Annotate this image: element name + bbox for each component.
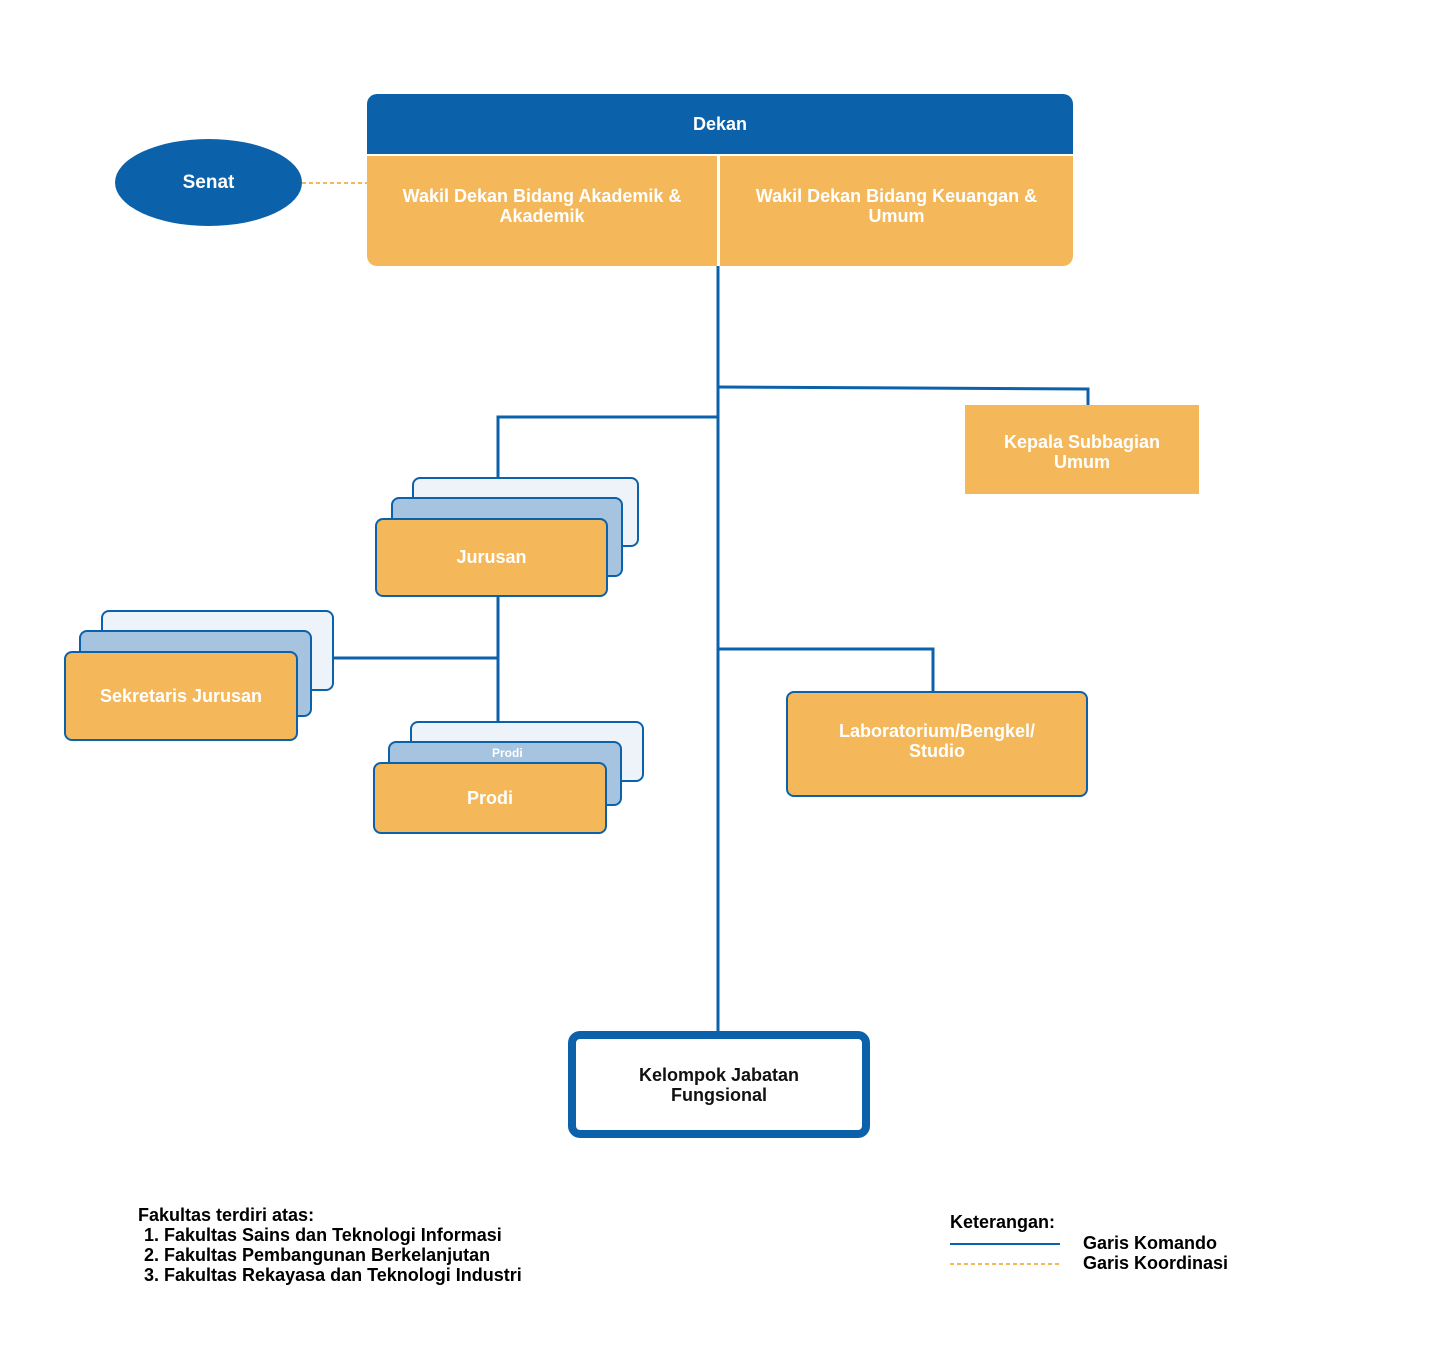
wakil-dekan-akademik-label: Wakil Dekan Bidang Akademik & Akademik <box>402 186 682 226</box>
wakil-dekan-keuangan-box: Wakil Dekan Bidang Keuangan & Umum <box>720 156 1073 266</box>
senat-label: Senat <box>182 171 235 193</box>
sekretaris-jurusan-box: Sekretaris Jurusan <box>64 651 298 741</box>
wakil-dekan-row: Wakil Dekan Bidang Akademik & Akademik W… <box>367 156 1073 266</box>
fakultas-item: 2. Fakultas Pembangunan Berkelanjutan <box>144 1245 491 1265</box>
kelompok-jabatan-label: Kelompok Jabatan Fungsional <box>638 1064 800 1105</box>
wakil-dekan-keuangan-label: Wakil Dekan Bidang Keuangan & Umum <box>755 186 1038 226</box>
prodi-box: Prodi <box>373 762 607 834</box>
dekan-box: Dekan <box>367 94 1073 154</box>
legend-koordinasi-label: Garis Koordinasi <box>1083 1253 1229 1273</box>
legend-title: Keterangan: <box>950 1212 1056 1232</box>
prodi-back-label: Prodi <box>492 746 523 760</box>
laboratorium-box: Laboratorium/Bengkel/ Studio <box>786 691 1088 797</box>
fakultas-list: 1. Fakultas Sains dan Teknologi Informas… <box>144 1225 522 1285</box>
fakultas-item: 3. Fakultas Rekayasa dan Teknologi Indus… <box>144 1265 522 1285</box>
senat-ellipse: Senat <box>115 139 302 226</box>
kelompok-jabatan-box: Kelompok Jabatan Fungsional <box>568 1031 870 1138</box>
prodi-label: Prodi <box>466 787 513 808</box>
jurusan-label: Jurusan <box>456 547 527 567</box>
wakil-dekan-akademik-box: Wakil Dekan Bidang Akademik & Akademik <box>367 156 717 266</box>
fakultas-title: Fakultas terdiri atas: <box>138 1205 315 1225</box>
laboratorium-label: Laboratorium/Bengkel/ Studio <box>838 721 1036 761</box>
command-line-jurusan <box>496 415 718 478</box>
dekan-label: Dekan <box>692 113 748 134</box>
fakultas-item: 1. Fakultas Sains dan Teknologi Informas… <box>144 1225 502 1245</box>
jurusan-box: Jurusan <box>375 518 608 597</box>
command-line-lab <box>718 647 935 692</box>
kepala-subbagian-label: Kepala Subbagian Umum <box>1003 431 1161 472</box>
sekretaris-jurusan-label: Sekretaris Jurusan <box>99 685 263 706</box>
kepala-subbagian-box: Kepala Subbagian Umum <box>965 405 1199 494</box>
wakil-divider <box>717 156 720 266</box>
command-line-kepala <box>717 385 1090 405</box>
legend-komando-label: Garis Komando <box>1083 1233 1218 1253</box>
